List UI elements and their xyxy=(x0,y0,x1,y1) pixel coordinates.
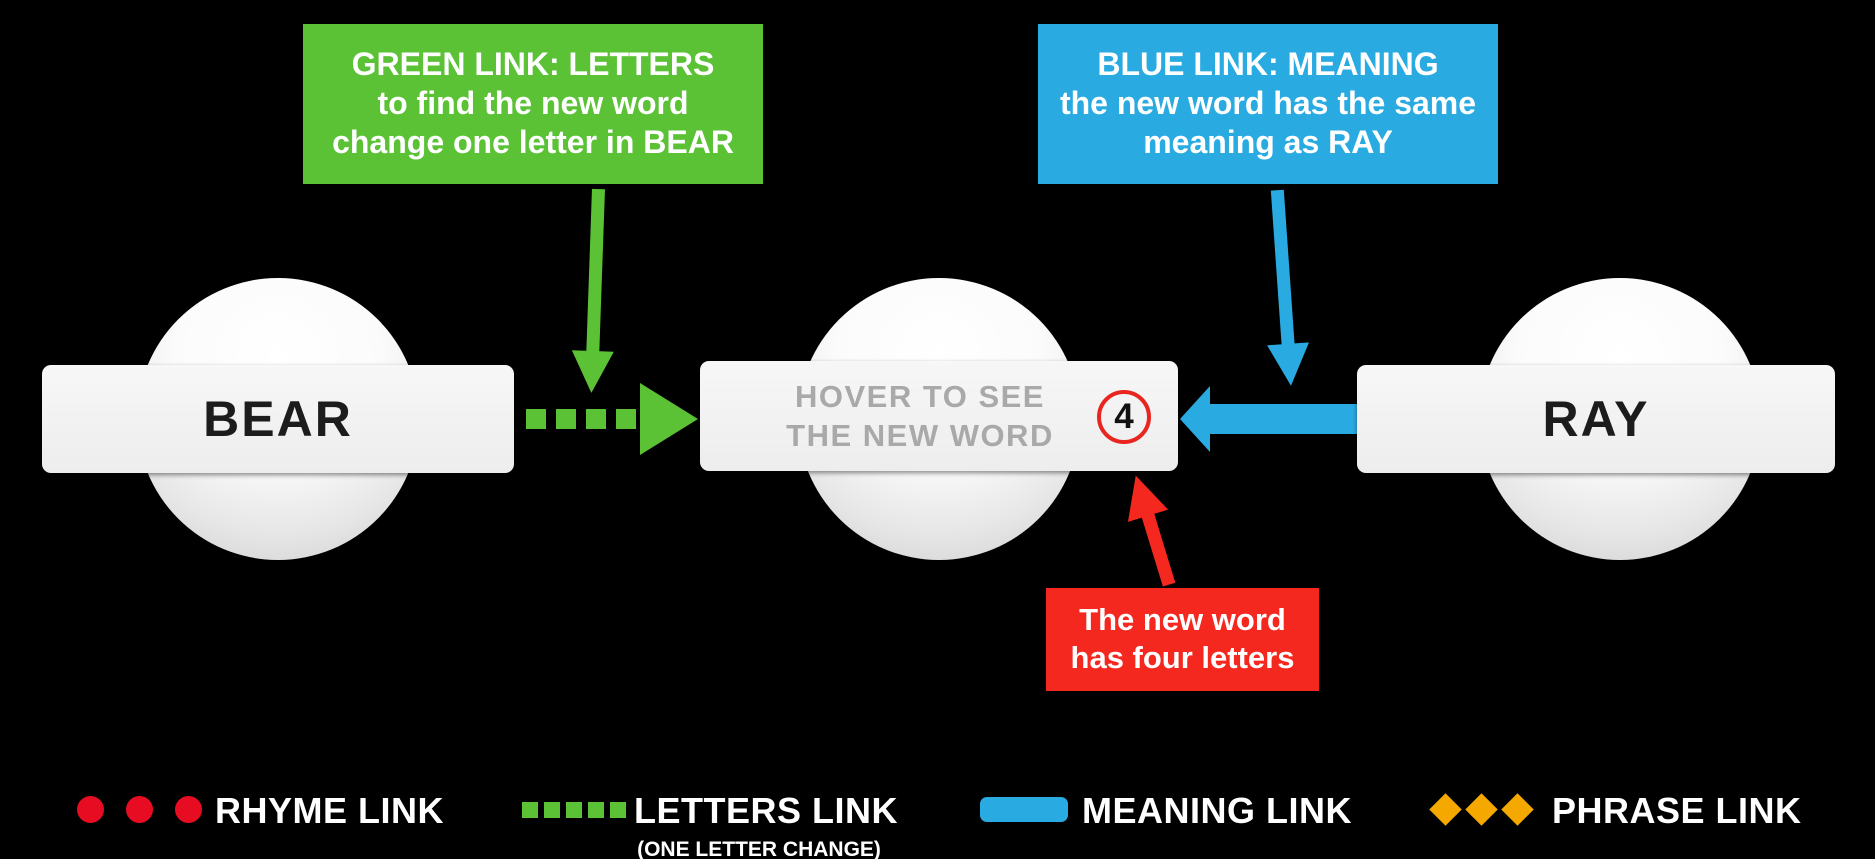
phrase-link-swatch xyxy=(1429,793,1534,826)
phrase-diamond-icon xyxy=(1429,793,1462,826)
ray-word-box: RAY xyxy=(1357,365,1835,473)
green-callout-line1: GREEN LINK: LETTERS xyxy=(351,46,715,82)
bear-word-box: BEAR xyxy=(42,365,514,473)
letters-link-swatch xyxy=(522,802,626,818)
legend-label-letters: LETTERS LINK xyxy=(634,790,898,831)
letter-count-value: 4 xyxy=(1114,397,1134,436)
legend-label-phrase: PHRASE LINK xyxy=(1552,790,1802,831)
blue-callout-line1: BLUE LINK: MEANING xyxy=(1097,46,1439,82)
letters-square-icon xyxy=(522,802,538,818)
letters-square-icon xyxy=(610,802,626,818)
red-callout-pointer-arrow xyxy=(1107,467,1199,597)
bear-label: BEAR xyxy=(203,391,353,447)
ray-label: RAY xyxy=(1542,391,1650,447)
down-arrow-icon xyxy=(1267,189,1309,386)
red-callout-line2: has four letters xyxy=(1070,640,1295,675)
rhyme-dot-icon xyxy=(175,796,202,823)
down-arrow-icon xyxy=(571,188,614,393)
red-callout-line1: The new word xyxy=(1079,602,1286,637)
hover-hint-line1: HOVER TO SEE xyxy=(795,379,1045,414)
rhyme-link-swatch xyxy=(77,796,202,823)
legend-label-meaning: MEANING LINK xyxy=(1082,790,1352,831)
legend-sublabel-letters: (ONE LETTER CHANGE) xyxy=(637,838,881,859)
blue-callout-line3: meaning as RAY xyxy=(1143,124,1393,160)
phrase-diamond-icon xyxy=(1501,793,1534,826)
meaning-link-arrow xyxy=(1180,386,1358,452)
letters-square-icon xyxy=(588,802,604,818)
green-callout-line2: to find the new word xyxy=(377,85,689,121)
meaning-link-swatch xyxy=(980,797,1068,822)
green-link-callout: GREEN LINK: LETTERS to find the new word… xyxy=(303,24,763,184)
letter-count-callout: The new word has four letters xyxy=(1046,588,1319,691)
green-callout-line3: change one letter in BEAR xyxy=(332,124,734,160)
up-arrow-icon xyxy=(1127,475,1176,587)
green-callout-pointer-arrow xyxy=(561,184,628,394)
phrase-diamond-icon xyxy=(1465,793,1498,826)
letters-square-icon xyxy=(544,802,560,818)
legend-label-rhyme: RHYME LINK xyxy=(215,790,444,831)
letters-link-arrow xyxy=(526,383,698,455)
mystery-word-box[interactable]: HOVER TO SEE THE NEW WORD 4 xyxy=(700,361,1178,471)
letters-square-icon xyxy=(566,802,582,818)
letter-count-badge: 4 xyxy=(1097,390,1151,444)
rhyme-dot-icon xyxy=(126,796,153,823)
hover-hint-line2: THE NEW WORD xyxy=(786,418,1054,453)
blue-callout-line2: the new word has the same xyxy=(1059,85,1477,121)
blue-link-callout: BLUE LINK: MEANING the new word has the … xyxy=(1038,24,1498,184)
blue-callout-pointer-arrow xyxy=(1247,184,1321,388)
rhyme-dot-icon xyxy=(77,796,104,823)
hover-hint: HOVER TO SEE THE NEW WORD xyxy=(755,377,1085,455)
